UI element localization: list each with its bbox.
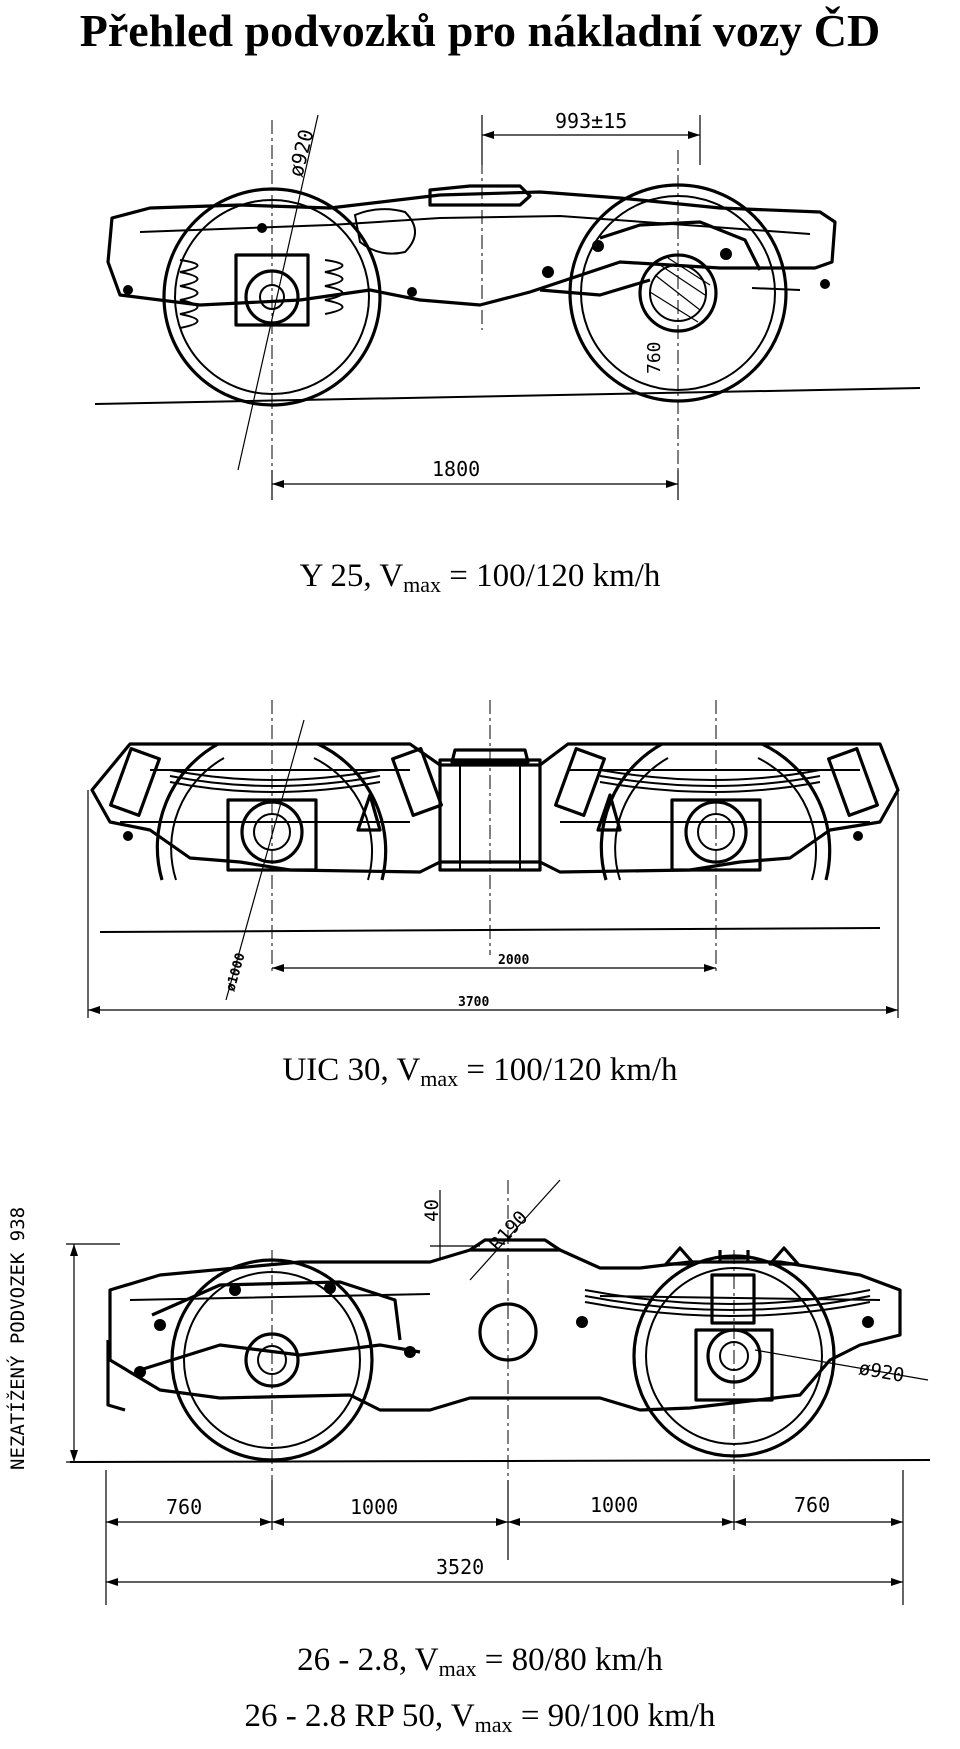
uic30-wheel-diameter: ø1000 [223, 951, 248, 993]
r26-bogie-drawing: NEZATÍŽENÝ PODVOZEK 938 40 R190 [6, 1179, 931, 1605]
r26-side-label: NEZATÍŽENÝ PODVOZEK 938 [6, 1207, 29, 1470]
y25-wheel-diameter: ø920 [284, 127, 319, 180]
r26-seg4: 760 [794, 1493, 830, 1517]
y25-pivot-offset: 993±15 [555, 109, 627, 133]
page-title: Přehled podvozků pro nákladní vozy ČD [79, 5, 881, 56]
y25-wheelbase: 1800 [432, 457, 480, 481]
r26-radius: R190 [485, 1207, 532, 1256]
y25-axle-gauge: 760 [644, 341, 665, 374]
r26-dim-40: 40 [421, 1199, 443, 1222]
uic30-frame-length: 3700 [458, 995, 489, 1010]
y25-bogie-drawing: ø920 993±15 760 1800 [94, 109, 921, 500]
r26-caption-1: 26 - 2.8, Vmax = 80/80 km/h [297, 1642, 663, 1681]
r26-seg2: 1000 [350, 1495, 398, 1519]
uic30-caption: UIC 30, Vmax = 100/120 km/h [282, 1052, 678, 1091]
r26-caption-2: 26 - 2.8 RP 50, Vmax = 90/100 km/h [244, 1698, 716, 1737]
y25-caption: Y 25, Vmax = 100/120 km/h [299, 558, 661, 597]
r26-seg3: 1000 [590, 1493, 638, 1517]
r26-wheel-diameter: ø920 [857, 1357, 906, 1387]
uic30-bogie-drawing: 2000 3700 ø1000 [87, 700, 900, 1018]
r26-total: 3520 [436, 1555, 484, 1579]
r26-seg1: 760 [166, 1495, 202, 1519]
uic30-wheelbase: 2000 [498, 953, 529, 968]
